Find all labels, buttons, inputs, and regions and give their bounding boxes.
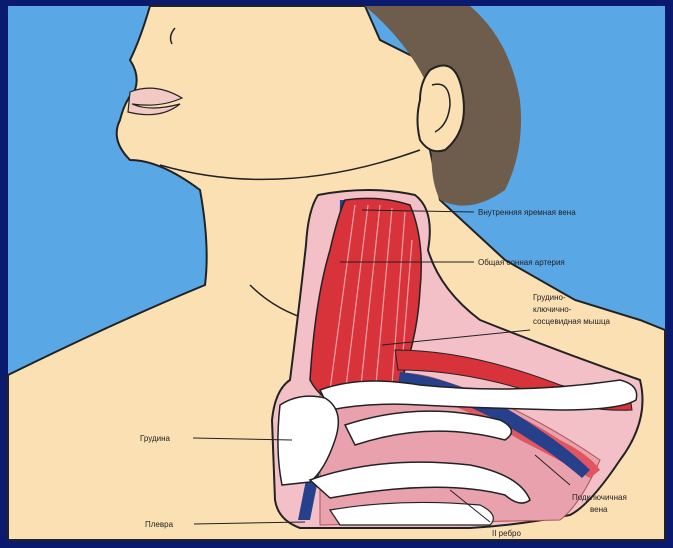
label-sternum: Грудина <box>140 434 171 443</box>
label-pleura: Плевра <box>145 520 174 529</box>
label-sternocleidomastoid-line2: ключично- <box>533 305 572 314</box>
label-sternocleidomastoid-line1: Грудино- <box>533 293 566 302</box>
label-common-carotid-artery: Общая сонная артерия <box>478 258 565 267</box>
label-internal-jugular-vein: Внутренняя яремная вена <box>478 208 576 217</box>
label-sternocleidomastoid-line3: сосцевидная мышца <box>533 317 611 326</box>
label-subclavian-vein-line2: вена <box>590 505 608 514</box>
label-rib: II ребро <box>492 529 522 538</box>
label-subclavian-vein-line1: Подключичная <box>572 493 627 502</box>
